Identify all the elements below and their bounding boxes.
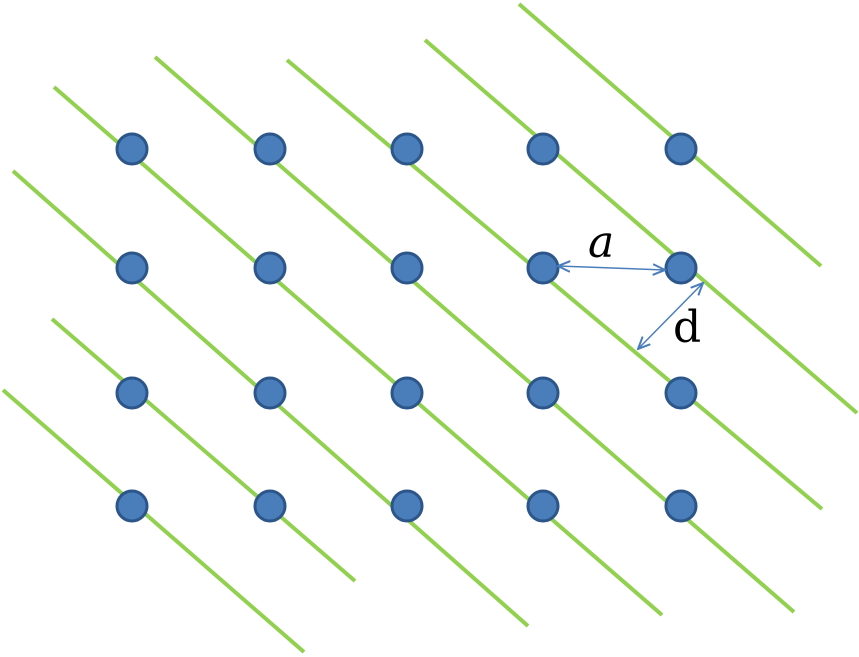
lattice-point: [390, 132, 424, 166]
lattice-plane-line: [517, 2, 823, 268]
spacing-a-dimension: a: [558, 217, 665, 270]
lattice-point: [253, 489, 287, 523]
lattice-plane-line: [1, 388, 306, 654]
lattice-point: [526, 251, 560, 285]
lattice-point: [526, 376, 560, 410]
lattice-point: [526, 132, 560, 166]
lattice-point: [526, 489, 560, 523]
lattice-point: [664, 251, 698, 285]
lattice-point: [664, 376, 698, 410]
spacing-d-dimension: d: [638, 283, 703, 353]
lattice-point: [390, 376, 424, 410]
lattice-point: [115, 376, 149, 410]
lattice-point: [115, 251, 149, 285]
spacing-d-arrow: [638, 283, 703, 349]
lattice-point: [390, 251, 424, 285]
lattice-plane-line: [50, 317, 357, 583]
lattice-point: [390, 489, 424, 523]
lattice-point: [115, 489, 149, 523]
lattice-point: [664, 489, 698, 523]
lattice-point: [253, 251, 287, 285]
spacing-a-label: a: [588, 217, 614, 268]
lattice-plane-line: [52, 85, 664, 617]
lattice-points: [115, 132, 698, 523]
lattice-point: [115, 132, 149, 166]
lattice-point: [253, 376, 287, 410]
lattice-plane-line: [285, 58, 824, 511]
spacing-d-label: d: [673, 302, 701, 353]
lattice-point: [253, 132, 287, 166]
lattice-plane-line: [423, 38, 859, 415]
lattice-point: [664, 132, 698, 166]
spacing-a-arrow: [558, 266, 665, 270]
